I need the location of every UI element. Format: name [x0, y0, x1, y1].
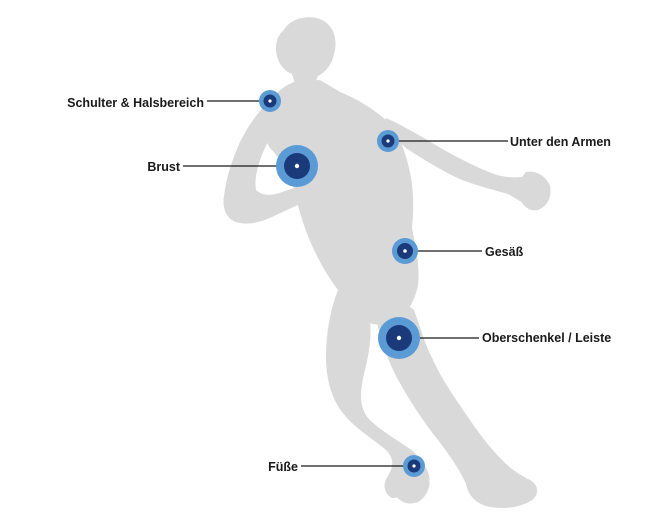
- marker-center-point: [412, 464, 416, 468]
- silhouette-right-hand: [519, 171, 551, 211]
- marker-center-point: [268, 99, 272, 103]
- marker-gesaess: [392, 238, 418, 264]
- marker-fuesse: [403, 455, 425, 477]
- label-fuesse: Füße: [268, 460, 298, 474]
- marker-center-point: [294, 163, 300, 169]
- silhouette-right-arm: [384, 118, 546, 206]
- silhouette-back-leg: [326, 290, 419, 498]
- marker-center-point: [403, 249, 407, 253]
- label-brust: Brust: [147, 160, 180, 174]
- label-gesaess: Gesäß: [485, 245, 524, 259]
- leader-lines: [183, 100, 508, 467]
- marker-brust: [276, 145, 318, 187]
- silhouette-head: [276, 17, 336, 87]
- marker-center-point: [396, 335, 402, 341]
- marker-schulter: [259, 90, 281, 112]
- marker-unter-den-armen: [377, 130, 399, 152]
- marker-oberschenkel: [378, 317, 420, 359]
- label-schulter: Schulter & Halsbereich: [67, 96, 204, 110]
- label-oberschenkel: Oberschenkel / Leiste: [482, 331, 612, 345]
- silhouette-left-arm: [223, 102, 305, 224]
- marker-center-point: [386, 139, 390, 143]
- marker-group: [259, 90, 425, 477]
- label-unter-den-armen: Unter den Armen: [510, 135, 611, 149]
